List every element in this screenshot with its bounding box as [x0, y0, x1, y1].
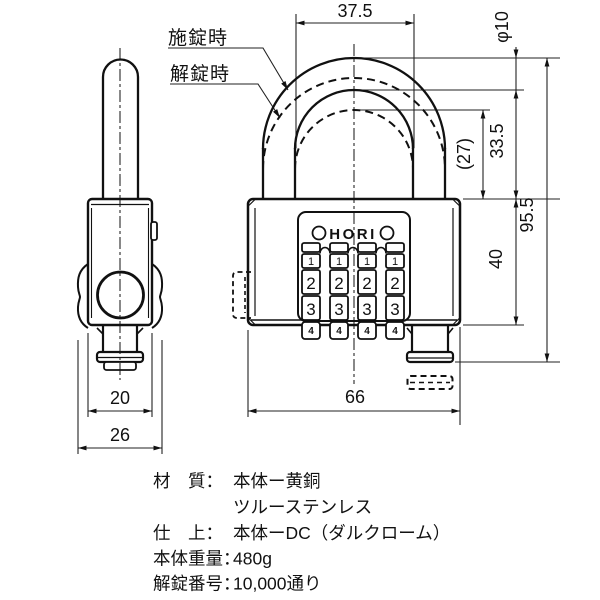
- dial1-digit-2: 2: [306, 274, 315, 293]
- spec-label-combinations: 解錠番号：: [153, 574, 241, 594]
- dim-side-width: 20: [110, 388, 130, 408]
- dial-column-2: [329, 242, 349, 340]
- dim-body-width: 66: [345, 387, 365, 407]
- front-knob-flange: [405, 350, 455, 364]
- dial-digits: 1 2 3 4 1 2 3 4 1 2 3 4 1 2 3 4: [306, 256, 399, 337]
- dial2-digit-4: 4: [336, 326, 342, 337]
- dial2-digit-1: 1: [336, 256, 342, 268]
- dim-shackle-width: 37.5: [337, 1, 372, 21]
- knob-unlocked-position: [406, 375, 454, 390]
- state-callouts: 施錠時 解錠時: [168, 27, 230, 85]
- dial-column-3: [357, 242, 377, 340]
- screw-right-icon: [379, 225, 395, 241]
- dim-side-overall-width: 26: [110, 425, 130, 445]
- side-dial-bulge-left: [76, 263, 89, 329]
- dial-column-4: [385, 242, 405, 340]
- dial2-digit-2: 2: [334, 274, 343, 293]
- spec-value-material2: ツルーステンレス: [233, 497, 372, 517]
- hidden-slider: [232, 271, 251, 319]
- spec-value-finish: 本体ーDC（ダルクローム）: [233, 523, 450, 543]
- dial3-digit-2: 2: [362, 274, 371, 293]
- callout-locked: 施錠時: [168, 27, 228, 49]
- dim-overall-height: 95.5: [517, 197, 537, 232]
- screw-left-icon: [311, 225, 327, 241]
- dial4-digit-2: 2: [390, 274, 399, 293]
- spec-label-finish: 仕 上：: [153, 523, 223, 543]
- callout-unlocked: 解錠時: [170, 63, 230, 85]
- dial-wheels: [301, 242, 405, 340]
- spec-label-material: 材 質：: [153, 471, 223, 491]
- spec-value-material: 本体ー黄銅: [233, 471, 321, 491]
- dial3-digit-1: 1: [364, 256, 370, 268]
- spec-table: 材 質： 本体ー黄銅 ツルーステンレス 仕 上： 本体ーDC（ダルクローム） 本…: [153, 471, 450, 594]
- dial4-digit-3: 3: [390, 300, 399, 319]
- spec-value-weight: 480g: [233, 549, 272, 569]
- dim-shackle-diameter: φ10: [492, 11, 512, 43]
- dial1-digit-1: 1: [308, 256, 314, 268]
- dial3-digit-3: 3: [362, 300, 371, 319]
- side-tab: [150, 221, 158, 241]
- spec-value-combinations: 10,000通り: [233, 574, 322, 594]
- shackle-unlocked-arc: [262, 77, 446, 170]
- dim-opening-unlocked: (27): [454, 138, 474, 170]
- dial4-digit-1: 1: [392, 256, 398, 268]
- dimension-texts: 37.5 φ10 (27) 33.5 95.5 40 66 20 26: [110, 1, 537, 445]
- dim-body-height: 40: [486, 249, 506, 269]
- dial1-digit-3: 3: [306, 300, 315, 319]
- dial3-digit-4: 4: [364, 326, 370, 337]
- dim-opening-locked: 33.5: [487, 123, 507, 158]
- side-dial-bulge-right: [151, 263, 164, 329]
- dial2-digit-3: 3: [334, 300, 343, 319]
- dial4-digit-4: 4: [392, 326, 398, 337]
- dial1-digit-4: 4: [308, 326, 314, 337]
- dial-column-1: [301, 242, 321, 340]
- shackle-locked-arc: [261, 56, 447, 150]
- spec-label-weight: 本体重量：: [153, 549, 241, 569]
- centerlines: [119, 44, 355, 384]
- brand-logo: HORI: [329, 226, 377, 243]
